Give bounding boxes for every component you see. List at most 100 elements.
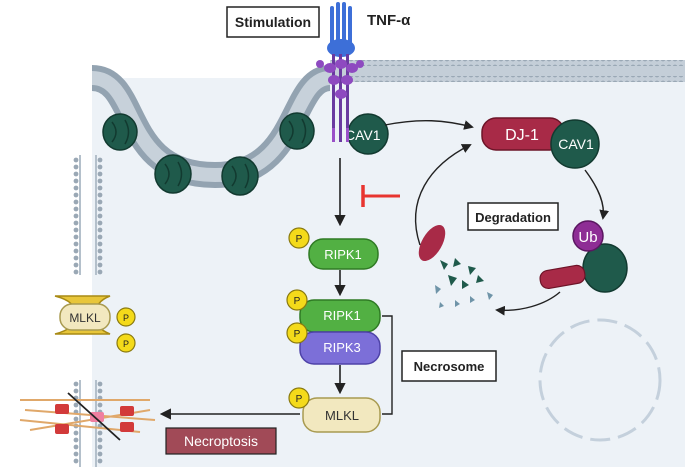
stimulation-box — [226, 6, 320, 38]
ripk1-mid-label: RIPK1 — [323, 308, 361, 323]
lipid-head — [97, 171, 103, 177]
cav1-complex-label: CAV1 — [558, 136, 594, 152]
lipid-head — [97, 241, 103, 247]
arrow-to-ub — [584, 169, 610, 220]
ub-label: Ub — [578, 229, 597, 246]
lipid-head — [73, 227, 79, 233]
ripk1-top-label: RIPK1 — [324, 247, 362, 262]
lipid-head — [73, 458, 79, 464]
lipid-head — [73, 206, 79, 212]
lipid-head — [73, 381, 79, 387]
arrow-to-fragments — [495, 291, 561, 316]
lipid-head — [97, 430, 103, 436]
lipid-head — [73, 437, 79, 443]
phospho-label: P — [123, 313, 129, 323]
degraded-fragments — [418, 224, 493, 308]
lipid-head — [97, 220, 103, 226]
phospho-badge — [286, 322, 308, 344]
lipid-head — [97, 164, 103, 170]
dj1-cav1-complex — [481, 117, 600, 169]
lipid-head — [73, 255, 79, 261]
mlkl-node — [302, 397, 381, 433]
lipid-head — [97, 178, 103, 184]
cav1-protein — [221, 156, 259, 196]
plasma-membrane-top — [330, 60, 685, 82]
phospho-badge — [116, 333, 136, 353]
lipid-head — [97, 402, 103, 408]
mlkl-pore — [54, 295, 111, 335]
lipid-head — [97, 185, 103, 191]
vesicle-outline — [538, 318, 662, 442]
phospho-label: P — [296, 394, 303, 405]
cav1-membrane-label: CAV1 — [345, 127, 381, 143]
phospho-badge — [286, 289, 308, 311]
lipid-head — [73, 416, 79, 422]
cav1-protein-complex — [550, 119, 600, 169]
lipid-head — [73, 185, 79, 191]
degradation-label: Degradation — [475, 210, 551, 225]
lipid-head — [73, 248, 79, 254]
ubiquitinated-complex — [539, 220, 628, 293]
necroptosis-label: Necroptosis — [184, 433, 258, 449]
ripk3-label: RIPK3 — [323, 340, 361, 355]
lipid-head — [97, 444, 103, 450]
phospho-badge — [116, 307, 136, 327]
lipid-head — [73, 451, 79, 457]
lipid-head — [73, 213, 79, 219]
phospho-badge — [288, 227, 310, 249]
lipid-head — [97, 451, 103, 457]
lipid-head — [73, 220, 79, 226]
lipid-head — [73, 199, 79, 205]
lipid-head — [73, 157, 79, 163]
phospho-label: P — [294, 296, 301, 307]
cav1-protein — [154, 154, 192, 194]
lipid-head — [97, 269, 103, 275]
phospho-label: P — [294, 329, 301, 340]
lipid-head — [73, 241, 79, 247]
mlkl-pore-label: MLKL — [69, 311, 101, 325]
degradation-box — [467, 202, 559, 231]
ripk1-node — [308, 238, 379, 270]
phospho-label: P — [296, 234, 303, 245]
cav1-protein — [102, 113, 138, 151]
lipid-head — [73, 269, 79, 275]
lipid-head — [73, 444, 79, 450]
stimulation-label: Stimulation — [235, 14, 311, 30]
lipid-head — [97, 192, 103, 198]
caveola-membrane — [90, 65, 333, 189]
lipid-head — [73, 171, 79, 177]
cav1-protein — [279, 112, 315, 150]
mlkl-center-label: MLKL — [325, 408, 359, 423]
lipid-head — [97, 381, 103, 387]
lipid-head — [97, 458, 103, 464]
lipid-head — [97, 248, 103, 254]
lipid-head — [73, 234, 79, 240]
arrow-to-complex — [384, 119, 474, 130]
lipid-head — [97, 262, 103, 268]
inhibition-mark — [361, 185, 400, 207]
lipid-head — [73, 192, 79, 198]
tnf-label: TNF-α — [367, 12, 411, 29]
lipid-head — [73, 262, 79, 268]
lipid-head — [97, 388, 103, 394]
necrosome-bracket — [382, 315, 393, 415]
cav1-proteins — [102, 112, 389, 196]
ripk3-node — [299, 331, 381, 365]
lipid-head — [97, 234, 103, 240]
necroptosis-box — [165, 427, 277, 455]
phospho-badge — [288, 387, 310, 409]
tnf-receptor — [316, 2, 364, 142]
ruptured-membrane — [19, 392, 156, 441]
lipid-head — [73, 402, 79, 408]
lipid-head — [73, 178, 79, 184]
lipid-head — [73, 388, 79, 394]
lipid-head — [97, 227, 103, 233]
dj1-label: DJ-1 — [505, 127, 539, 144]
lipid-head — [73, 164, 79, 170]
lipid-head — [97, 255, 103, 261]
lipid-head — [97, 206, 103, 212]
lipid-head — [97, 157, 103, 163]
lipid-head — [73, 430, 79, 436]
